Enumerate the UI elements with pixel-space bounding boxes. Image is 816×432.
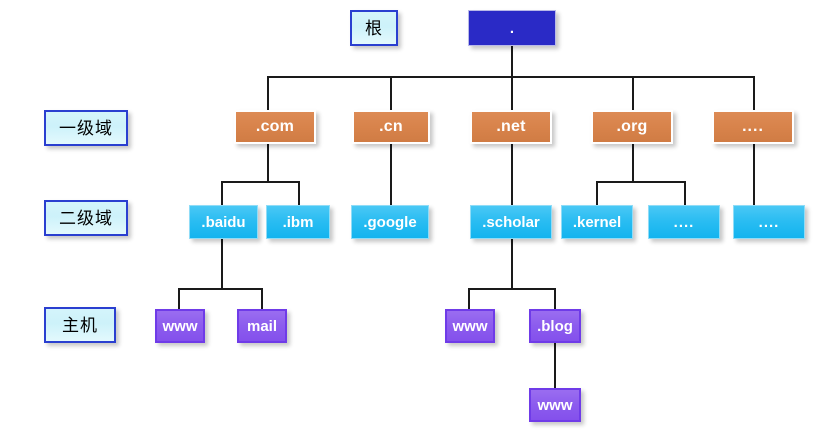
connector-drop-ibm [298, 181, 300, 205]
node-sld-ellipsis-1[interactable]: .... [648, 205, 720, 239]
connector-drop-sld-ellipsis1 [684, 181, 686, 205]
connector-org-bus [596, 181, 686, 183]
node-host-scholar-blog[interactable]: .blog [529, 309, 581, 343]
connector-drop-baidu [221, 181, 223, 205]
connector-drop-kernel [596, 181, 598, 205]
level-label-root: 根 [350, 10, 398, 46]
connector-baidu-bus [178, 288, 263, 290]
connector-cn-to-google [390, 144, 392, 205]
connector-net-to-scholar [511, 144, 513, 205]
node-sld-baidu[interactable]: .baidu [189, 205, 258, 239]
node-sld-google[interactable]: .google [351, 205, 429, 239]
node-host-baidu-mail[interactable]: mail [237, 309, 287, 343]
node-sld-kernel[interactable]: .kernel [561, 205, 633, 239]
connector-drop-baidu-mail [261, 288, 263, 309]
connector-root-stem [511, 46, 513, 77]
level-label-sld: 二级域 [44, 200, 128, 236]
node-host-blog-www[interactable]: www [529, 388, 581, 422]
node-tld-cn[interactable]: .cn [352, 110, 430, 144]
connector-tldellipsis-to-sldellipsis [753, 144, 755, 205]
node-host-scholar-www[interactable]: www [445, 309, 495, 343]
node-sld-ibm[interactable]: .ibm [266, 205, 330, 239]
connector-drop-org [632, 76, 634, 110]
connector-scholar-stem [511, 239, 513, 289]
connector-com-stem [267, 144, 269, 182]
node-sld-scholar[interactable]: .scholar [470, 205, 552, 239]
connector-com-bus [221, 181, 300, 183]
connector-drop-net [511, 76, 513, 110]
connector-drop-scholar-blog [554, 288, 556, 309]
connector-scholar-bus [468, 288, 556, 290]
node-tld-com[interactable]: .com [234, 110, 316, 144]
level-label-tld: 一级域 [44, 110, 128, 146]
node-sld-ellipsis-2[interactable]: .... [733, 205, 805, 239]
connector-blog-to-www [554, 343, 556, 388]
connector-drop-com [267, 76, 269, 110]
node-root-dot[interactable]: . [468, 10, 556, 46]
level-label-host: 主机 [44, 307, 116, 343]
connector-org-stem [632, 144, 634, 182]
node-host-baidu-www[interactable]: www [155, 309, 205, 343]
node-tld-org[interactable]: .org [591, 110, 673, 144]
node-tld-net[interactable]: .net [470, 110, 552, 144]
connector-tld-bus [267, 76, 754, 78]
connector-drop-cn [390, 76, 392, 110]
node-tld-ellipsis[interactable]: .... [712, 110, 794, 144]
connector-drop-scholar-www [468, 288, 470, 309]
connector-drop-baidu-www [178, 288, 180, 309]
connector-baidu-stem [221, 239, 223, 289]
connector-drop-tld-ellipsis [753, 76, 755, 110]
